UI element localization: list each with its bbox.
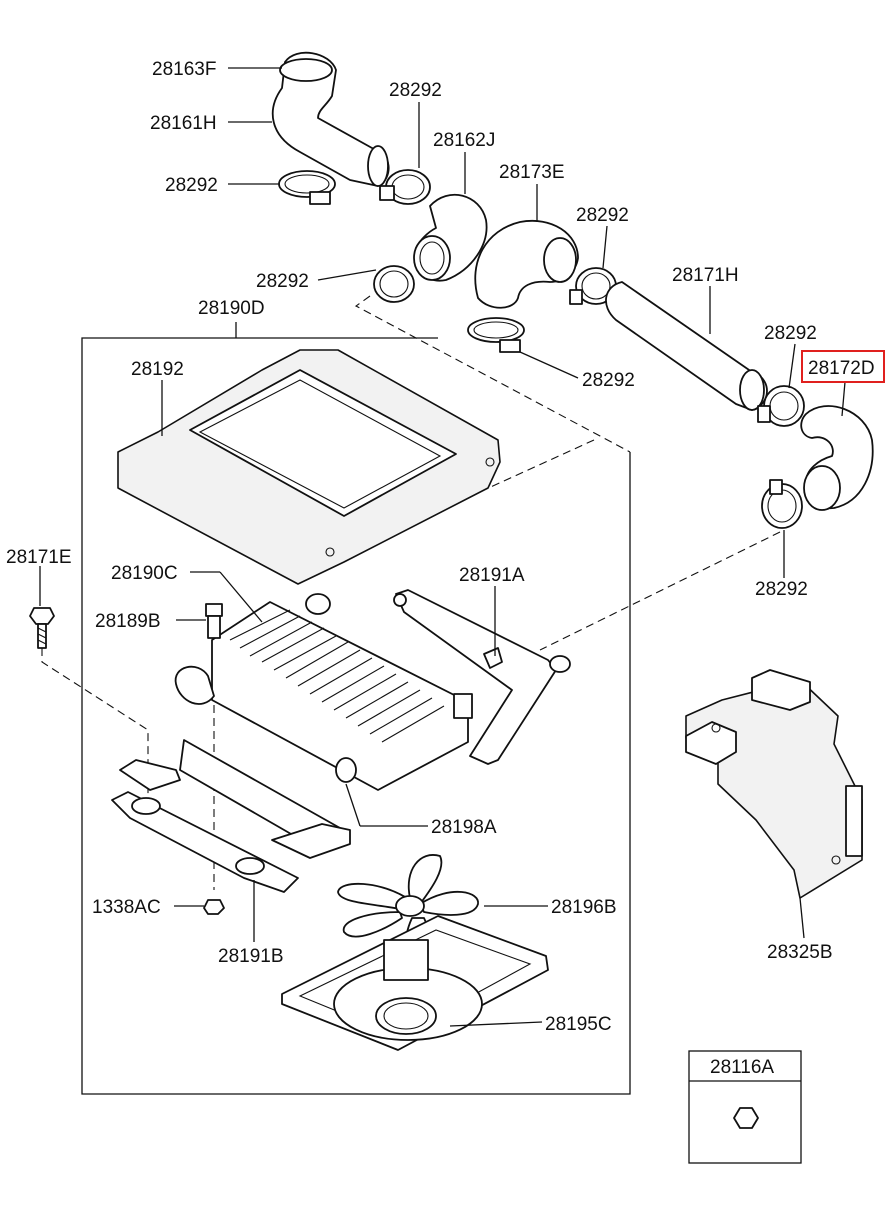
bracket-28191A <box>393 589 571 765</box>
clamp-28292-c <box>373 265 415 303</box>
elbow-28162J <box>413 193 488 282</box>
label-28173E[interactable]: 28173E <box>499 162 565 183</box>
label-28171H[interactable]: 28171H <box>672 265 739 286</box>
elbow-28173E <box>474 220 579 309</box>
part-labels: 28163F 28161H 28292 28162J 28292 28173E … <box>6 59 885 1078</box>
label-28292-c[interactable]: 28292 <box>576 205 629 226</box>
label-28171E[interactable]: 28171E <box>6 547 72 568</box>
clamp-28292-g <box>761 479 803 529</box>
clamp-28292-b <box>379 169 431 205</box>
assembly-frame <box>81 322 631 1095</box>
label-28191B[interactable]: 28191B <box>218 946 284 967</box>
label-28292-a[interactable]: 28292 <box>389 80 442 101</box>
label-28292-e[interactable]: 28292 <box>764 323 817 344</box>
label-28161H[interactable]: 28161H <box>150 113 217 134</box>
hose-28171H <box>605 281 768 411</box>
part-box-28116A <box>688 1050 802 1164</box>
clamp-28292-e <box>757 385 805 427</box>
label-28190C[interactable]: 28190C <box>111 563 178 584</box>
highlight-box-28172D <box>801 350 885 383</box>
clamp-28292-f <box>467 317 525 353</box>
label-28163F[interactable]: 28163F <box>152 59 216 80</box>
label-28116A[interactable]: 28116A <box>710 1057 774 1078</box>
intercooler-28190C <box>174 593 473 791</box>
cover-28325B <box>685 669 863 899</box>
label-28195C[interactable]: 28195C <box>545 1014 612 1035</box>
leader-lines <box>39 67 846 1027</box>
label-28190D[interactable]: 28190D <box>198 298 265 319</box>
label-1338AC[interactable]: 1338AC <box>92 897 161 918</box>
hose-28161H <box>271 51 390 187</box>
clamp-28292-a <box>278 170 336 205</box>
label-28196B[interactable]: 28196B <box>551 897 617 918</box>
bracket-28191B <box>111 739 351 893</box>
label-28198A[interactable]: 28198A <box>431 817 497 838</box>
bolt-28189B <box>205 603 223 639</box>
label-28189B[interactable]: 28189B <box>95 611 161 632</box>
label-28292-d[interactable]: 28292 <box>256 271 309 292</box>
label-28192[interactable]: 28192 <box>131 359 184 380</box>
label-28172D[interactable]: 28172D <box>808 358 875 379</box>
cover-28192 <box>117 349 501 585</box>
shroud-28195C <box>281 915 549 1051</box>
label-28292-b[interactable]: 28292 <box>165 175 218 196</box>
bolt-28171E <box>29 607 55 649</box>
nut-1338AC <box>203 899 225 915</box>
label-28191A[interactable]: 28191A <box>459 565 525 586</box>
label-28325B[interactable]: 28325B <box>767 942 833 963</box>
elbow-28172D <box>800 405 874 511</box>
label-28162J[interactable]: 28162J <box>433 130 495 151</box>
label-28292-f[interactable]: 28292 <box>582 370 635 391</box>
label-28292-g[interactable]: 28292 <box>755 579 808 600</box>
